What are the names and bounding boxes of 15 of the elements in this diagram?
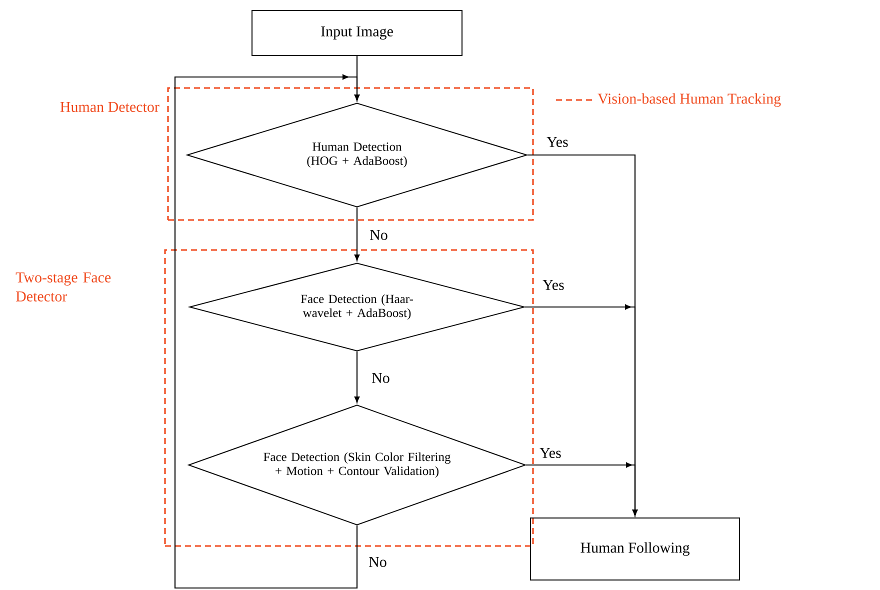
process-box: Input Image	[252, 10, 462, 56]
edge-label: No	[370, 230, 388, 240]
edge-label: Yes	[546, 137, 568, 147]
edge-label: Yes	[542, 280, 564, 290]
arrow	[174, 74, 360, 589]
group-label: Human Detector	[60, 102, 160, 112]
group-label: Two-stage Face Detector	[16, 272, 111, 302]
edge-label: No	[372, 373, 390, 383]
arrow	[526, 462, 638, 516]
process-box: Human Following	[530, 518, 740, 580]
edge-label: Yes	[540, 448, 561, 458]
legend-key: Vision-based Human Tracking	[556, 93, 781, 107]
arrow	[354, 352, 360, 403]
edge-label: No	[369, 557, 386, 567]
arrow	[354, 208, 360, 261]
